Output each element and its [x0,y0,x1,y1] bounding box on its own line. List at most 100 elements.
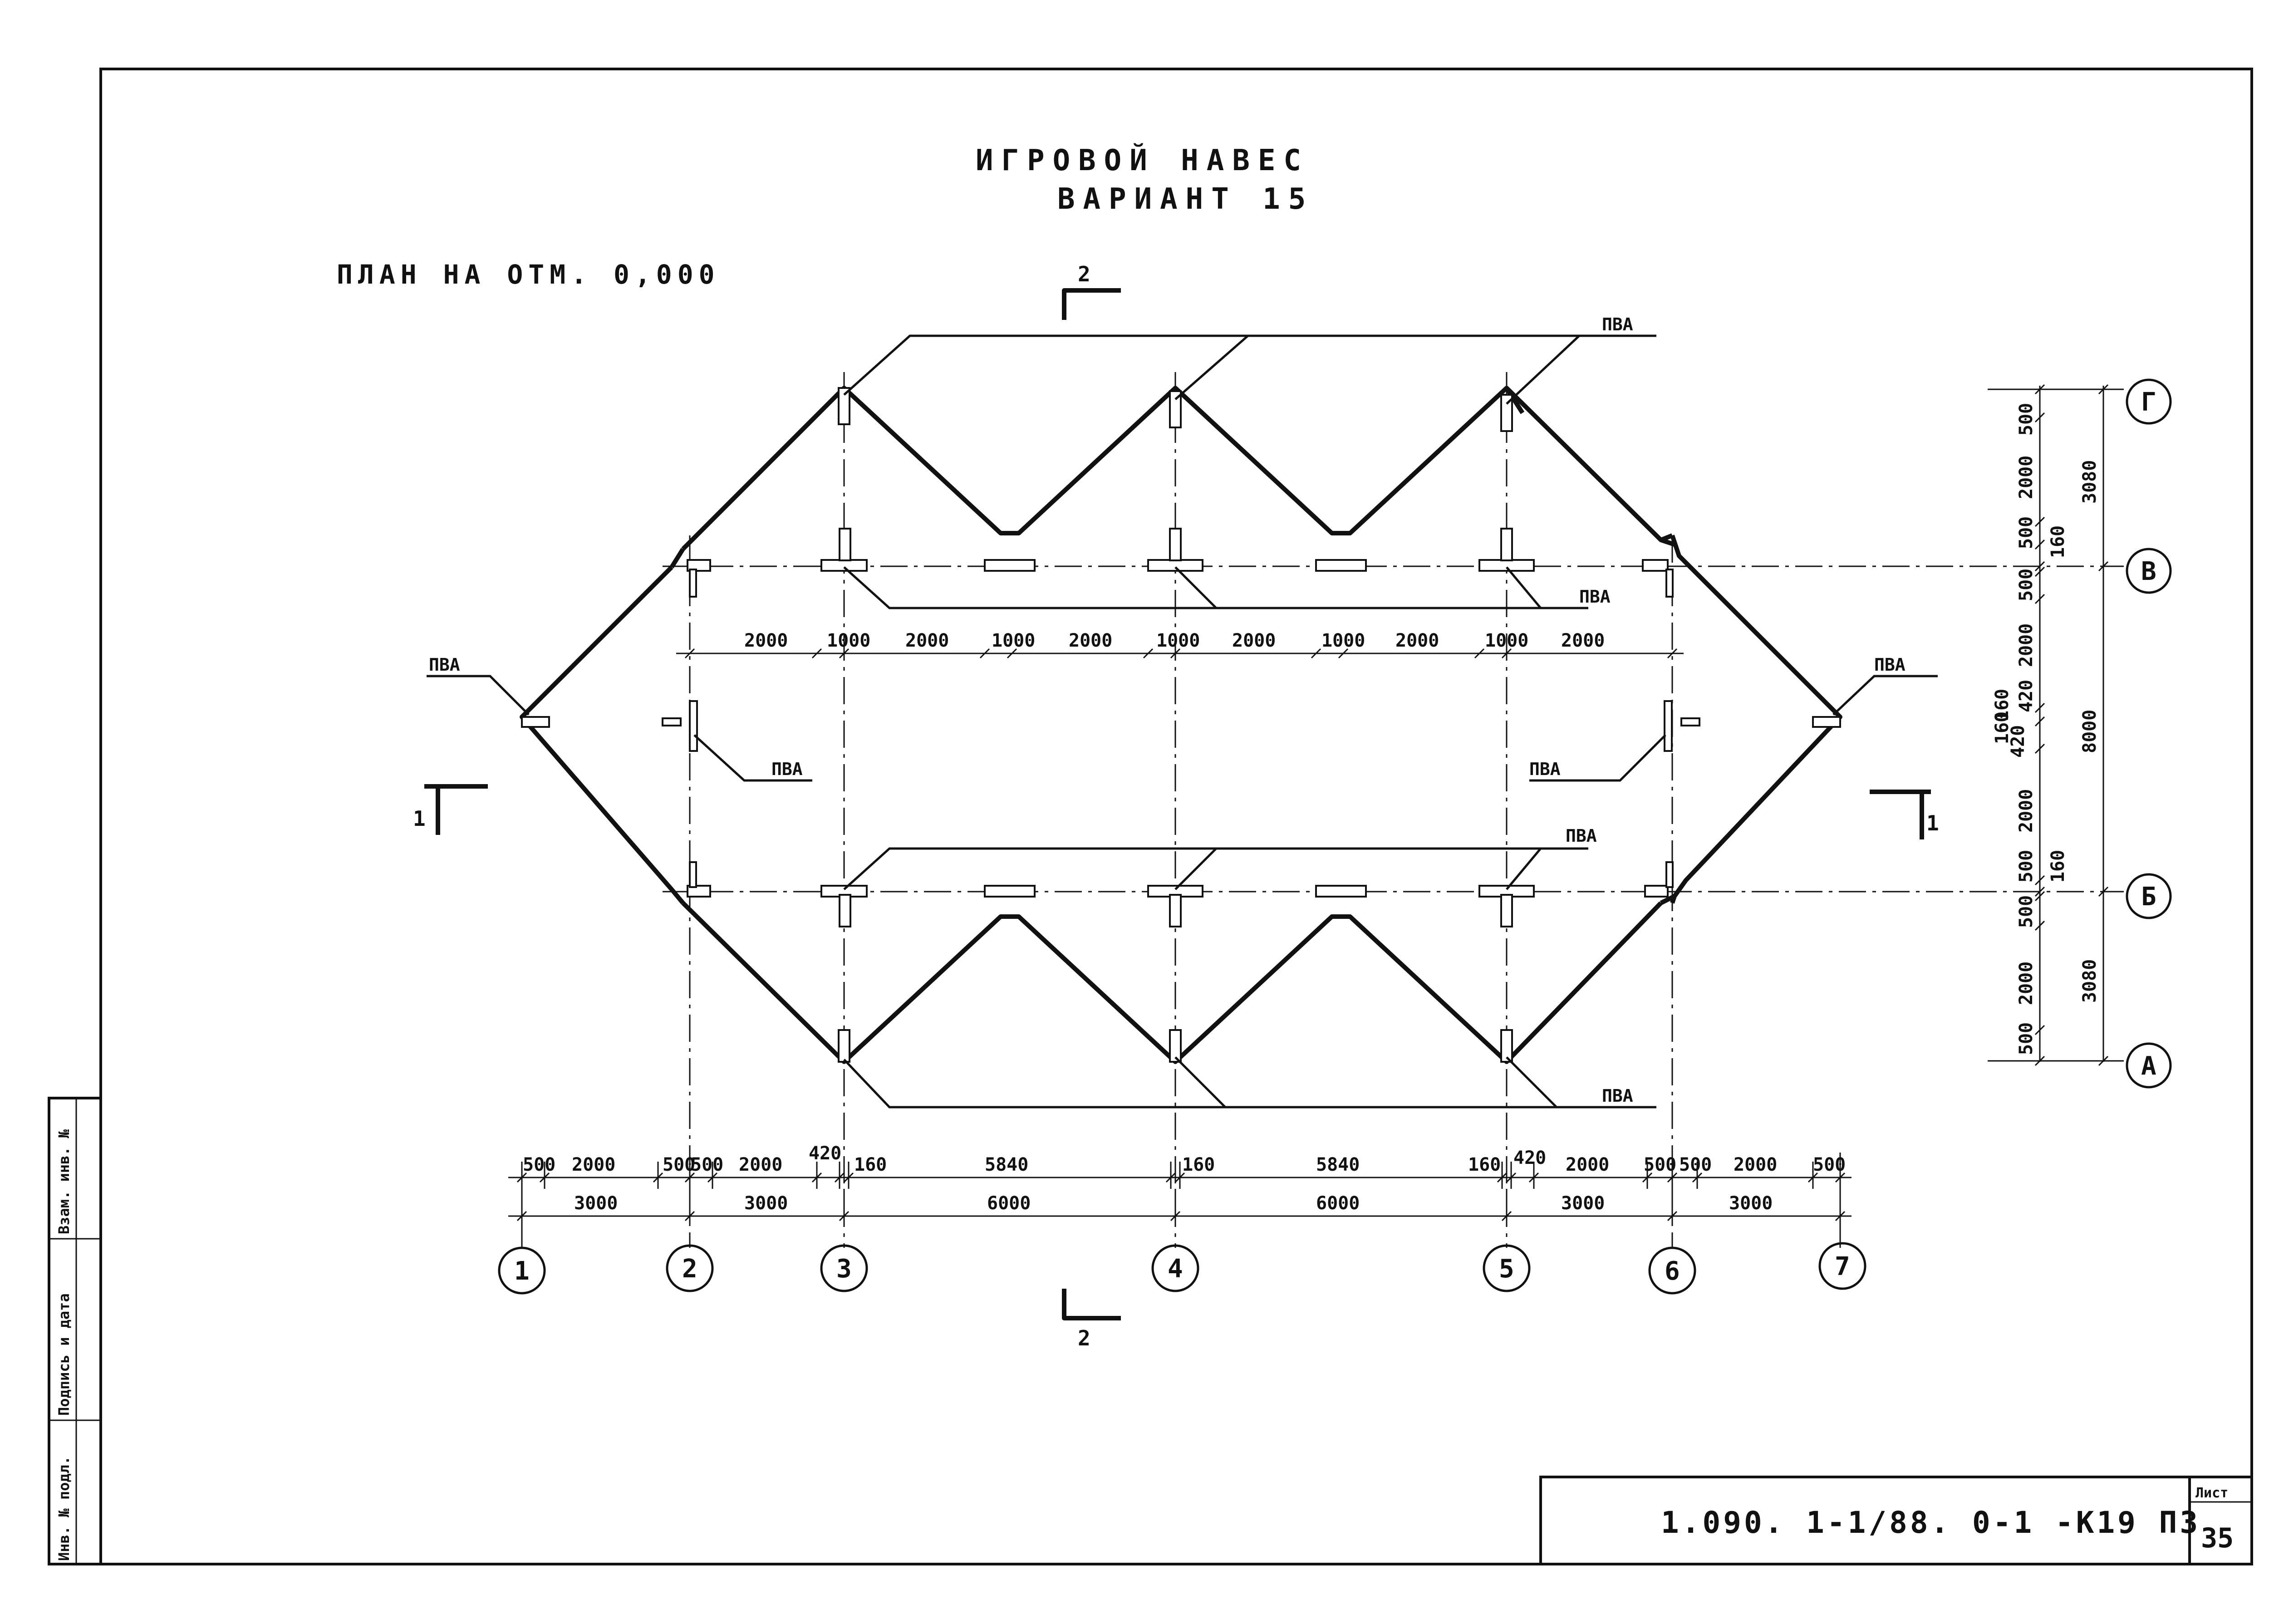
svg-text:2: 2 [682,1254,697,1284]
beam-element [820,559,868,572]
dim-text: 500 [2016,850,2037,883]
dim-tick [1667,648,1678,659]
dim-text: 2000 [1566,1154,1609,1175]
dim-tick [2034,1055,2045,1066]
svg-text:6: 6 [1665,1256,1680,1286]
column-element [839,894,851,927]
dim-text: 1000 [1156,630,1200,651]
dim-text: 1000 [992,630,1035,651]
column-element [1665,569,1674,598]
dim-text: 500 [523,1154,555,1175]
column-element [838,387,850,425]
beam-element [1147,559,1203,572]
section-mark-1-left: 1 [413,806,426,831]
dim-text: 2000 [2016,623,2037,667]
svg-text:А: А [2141,1051,2156,1081]
dim-tick [2034,566,2045,577]
dim-tick [1338,648,1349,659]
section-mark-1-right: 1 [1926,811,1939,835]
dim-text: 2000 [1069,630,1112,651]
axis-bubble-V: В [2126,548,2172,594]
column-element [689,700,698,752]
stamp-inv-no: Инв. № подл. [55,1456,73,1561]
axis-bubbles-columns: 1 2 3 4 5 6 7 [498,1242,1866,1295]
dim-right: 500 2000 500 160 500 2000 160 420 420 16… [1988,384,2124,1066]
svg-text:3: 3 [836,1254,852,1284]
dim-text: 2000 [905,630,949,651]
axis-bubble-2: 2 [666,1244,714,1292]
dim-text: 1000 [827,630,870,651]
svg-text:Б: Б [2141,882,2156,912]
dim-text: 500 [1813,1154,1846,1175]
dim-text: 420 [2008,725,2028,758]
dim-text: 500 [2016,516,2037,549]
beam-element [687,559,711,572]
dim-text: 160 [2048,525,2068,558]
beam-element [984,559,1036,572]
column-element [839,528,851,561]
beam-element [1680,717,1700,726]
dim-tick [2034,743,2045,754]
beam-element [1315,885,1367,898]
dim-tick [1143,648,1154,659]
dim-tick [1501,648,1512,659]
dim-text: 3000 [1561,1193,1605,1214]
dim-tick [2098,561,2109,572]
dim-tick [2034,702,2045,713]
dim-tick [2034,886,2045,897]
dim-text: 160 [1468,1154,1501,1175]
dim-tick [811,648,822,659]
axis-bubbles-rows: Г В Б А [2126,378,2172,1089]
dim-tick [2098,1055,2109,1066]
dim-tick [2034,891,2045,902]
dim-text: 3080 [2079,460,2100,504]
drawing-subtitle: ВАРИАНТ 15 [1057,182,1314,216]
label-pva: ПВА [429,655,460,675]
dim-text: 500 [691,1154,723,1175]
label-pva: ПВА [1602,314,1633,334]
column-element [1500,528,1513,561]
canopy-outline [520,386,1842,1064]
dim-text: 2000 [1232,630,1276,651]
dim-tick [2034,412,2045,423]
dim-text: 160 [1182,1154,1215,1175]
beam-element [521,716,550,728]
dim-tick [1474,648,1485,659]
dim-text: 500 [1644,1154,1676,1175]
beam-element [984,885,1036,898]
dim-text: 420 [2016,680,2037,712]
dim-text: 1000 [1485,630,1528,651]
dim-text: 500 [2016,895,2037,928]
dim-text: 5840 [1316,1154,1360,1175]
svg-text:7: 7 [1835,1252,1850,1281]
dim-text: 2000 [1561,630,1605,651]
dim-text: 160 [1992,711,2013,744]
dim-text: 500 [2016,403,2037,436]
dim-text: 6000 [987,1193,1031,1214]
dim-tick [839,648,850,659]
svg-text:Г: Г [2141,388,2156,417]
dim-tick [684,648,695,659]
column-element [1169,390,1182,428]
dim-text: 2000 [2016,456,2037,499]
dim-text: 3000 [1729,1193,1773,1214]
dim-bottom: 500 2000 500 500 2000 420 160 5840 160 5… [508,1143,1852,1225]
dim-tick [2034,920,2045,931]
dim-text: 2000 [2016,962,2037,1005]
svg-text:4: 4 [1168,1254,1183,1284]
label-pva: ПВА [1529,759,1561,779]
element-labels: ПВА ПВА ПВА ПВА ПВА ПВА ПВА ПВА [429,314,1906,1106]
column-element [1169,1029,1182,1063]
dim-tick [1170,648,1181,659]
dim-text: 6000 [1316,1193,1360,1214]
dim-text: 160 [1992,689,2013,721]
leader-lines [427,334,1938,1109]
beam-element [1315,559,1367,572]
sheet-label: Лист [2195,1485,2228,1501]
dim-text: 3080 [2079,959,2100,1003]
dim-tick [979,648,990,659]
stamp-replaced-inv: Взам. инв. № [55,1129,73,1234]
dim-tick [2034,384,2045,395]
dim-tick [2034,539,2045,550]
